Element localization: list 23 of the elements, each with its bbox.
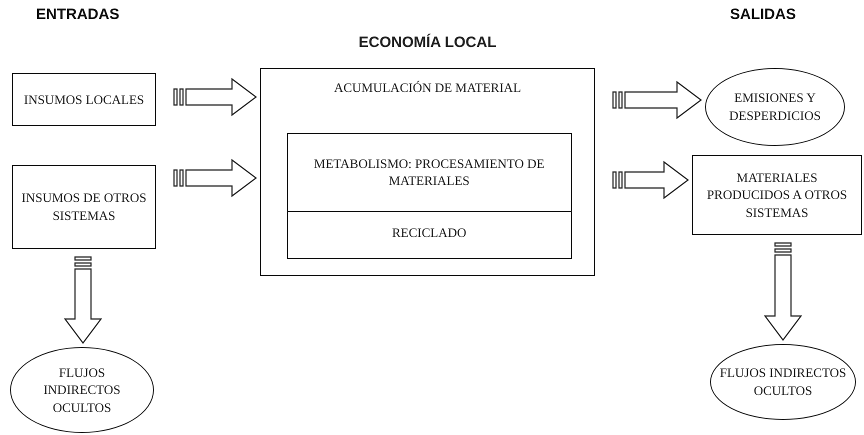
node-text: RECICLADO: [390, 224, 468, 242]
node-text: METABOLISMO: PROCESAMIENTO DE MATERIALES: [312, 154, 546, 190]
block-arrow: [612, 160, 689, 200]
process-box: [286, 132, 572, 212]
node-text: EMISIONES Y DESPERDICIOS: [728, 89, 822, 125]
block-arrow: [64, 256, 102, 344]
block-arrow: [764, 242, 802, 341]
block-arrow: [612, 80, 702, 120]
column-heading: SALIDAS: [730, 6, 796, 23]
process-box: [12, 73, 156, 126]
node-text: FLUJOS INDIRECTOS OCULTOS: [718, 364, 848, 400]
process-box: [12, 165, 156, 249]
process-box: [692, 155, 862, 235]
node-text: FLUJOS INDIRECTOS OCULTOS: [42, 364, 122, 416]
block-arrow: [173, 158, 257, 198]
column-heading: ENTRADAS: [36, 6, 120, 23]
node-text: MATERIALES PRODUCIDOS A OTROS SISTEMAS: [706, 168, 848, 222]
node-text: ACUMULACIÓN DE MATERIAL: [332, 79, 522, 97]
section-heading: ECONOMÍA LOCAL: [358, 33, 498, 53]
node-text: INSUMOS LOCALES: [22, 90, 146, 108]
block-arrow: [173, 78, 257, 116]
node-text: INSUMOS DE OTROS SISTEMAS: [20, 189, 148, 225]
process-box: [286, 210, 572, 259]
